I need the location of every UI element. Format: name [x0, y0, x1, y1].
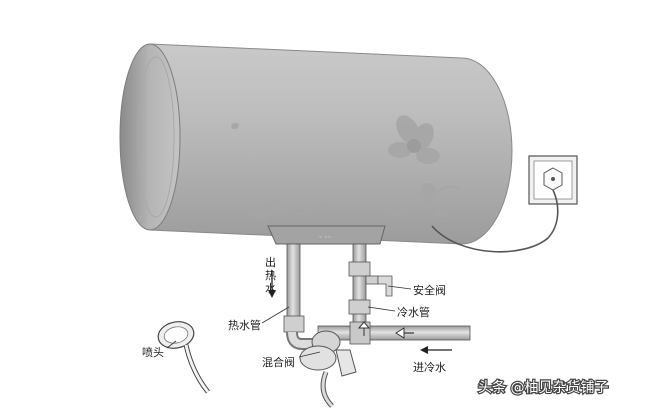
label-hot-out-1: 出 — [265, 255, 276, 269]
hot-water-down-arrow — [268, 270, 276, 298]
cold-up-arrow — [357, 321, 371, 336]
label-hot-out-3: 水 — [265, 282, 276, 295]
label-shower-head: 喷头 — [142, 346, 164, 359]
cold-inlet-arrow — [420, 346, 452, 354]
label-cold-pipe: 冷水管 — [397, 305, 430, 319]
mixing-valve — [299, 330, 357, 408]
hot-water-pipe — [283, 243, 318, 350]
water-heater-tank: ◦ ◦◦ — [119, 43, 513, 245]
watermark: 头条 @柚见杂货铺子 — [478, 379, 608, 396]
flower-decoration — [231, 115, 461, 219]
cold-water-pipe — [317, 243, 471, 345]
power-cord — [431, 189, 559, 253]
shower-head — [157, 321, 210, 394]
power-socket — [528, 155, 578, 205]
label-hot-pipe: 热水管 — [228, 318, 261, 332]
control-bracket — [267, 225, 386, 245]
leader-lines — [166, 285, 412, 358]
label-mixing-valve: 混合阀 — [262, 355, 295, 369]
label-safety-valve: 安全阀 — [413, 283, 446, 297]
label-hot-out-2: 热 — [265, 269, 276, 282]
brand-mark: ◦ ◦◦ — [319, 234, 332, 241]
cold-left-arrow-pipe — [395, 327, 414, 339]
safety-valve — [365, 275, 393, 297]
label-cold-inlet: 进冷水 — [413, 361, 446, 374]
